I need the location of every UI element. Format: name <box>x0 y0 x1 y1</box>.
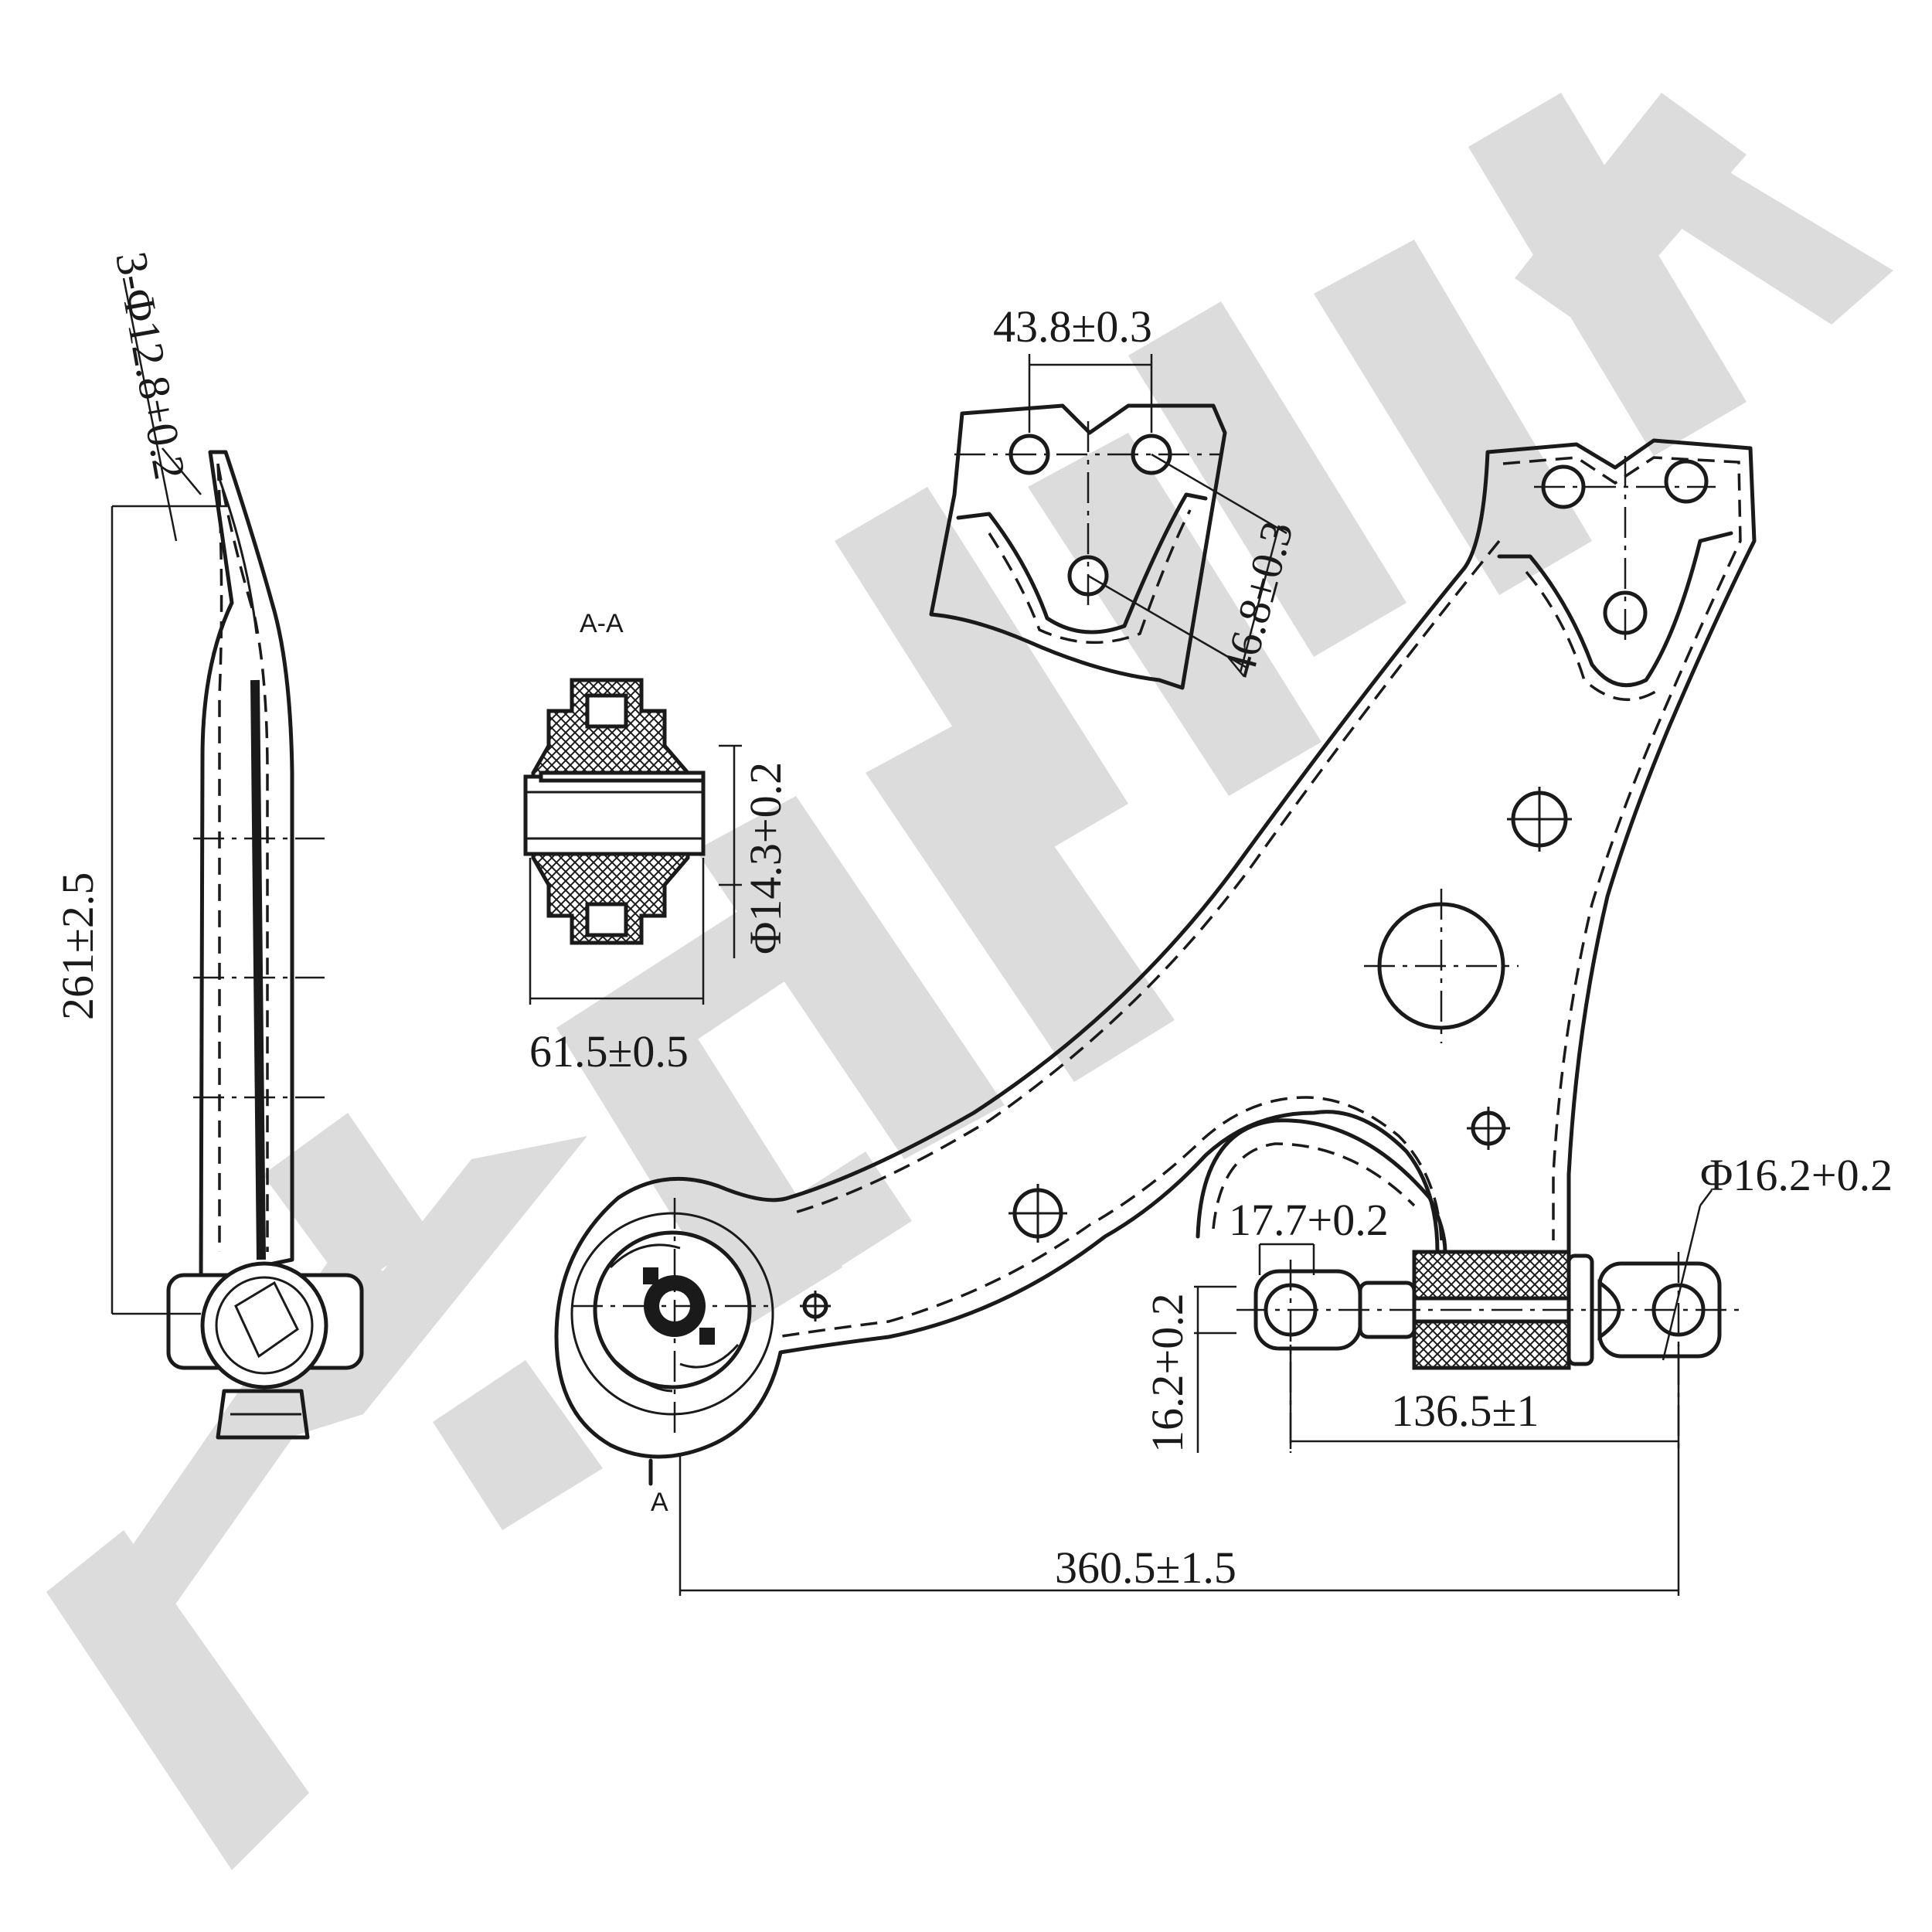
eye-spacing-dim: 136.5±1 <box>1391 1386 1539 1436</box>
side-hole-dim: 3-Φ12.8+0.2 <box>106 248 196 483</box>
watermark-logo <box>46 93 1893 1870</box>
bushing-width-dim: 61.5±0.5 <box>529 1026 689 1077</box>
rear-bushing <box>1196 1118 1747 1453</box>
front-bushing-eye <box>570 1198 774 1486</box>
front-eye-width-dim: 17.7+0.2 <box>1229 1195 1389 1245</box>
section-marker: A <box>651 1488 668 1517</box>
front-eye-height-dim: 16.2+0.2 <box>1142 1293 1192 1453</box>
bracket-width-dim: 43.8±0.3 <box>993 301 1152 352</box>
bushing-diameter-dim: Φ14.3+0.2 <box>740 762 791 954</box>
section-label: A-A <box>580 609 624 638</box>
side-length-dim: 261±2.5 <box>53 872 103 1020</box>
control-arm-body <box>554 438 1757 1596</box>
side-view <box>111 277 364 1440</box>
bracket-detail <box>929 354 1287 690</box>
overall-length-dim: 360.5±1.5 <box>1055 1543 1236 1593</box>
bushing-section <box>523 678 742 1005</box>
rear-hole-dim: Φ16.2+0.2 <box>1700 1150 1893 1200</box>
mount-holes <box>800 456 1716 1321</box>
